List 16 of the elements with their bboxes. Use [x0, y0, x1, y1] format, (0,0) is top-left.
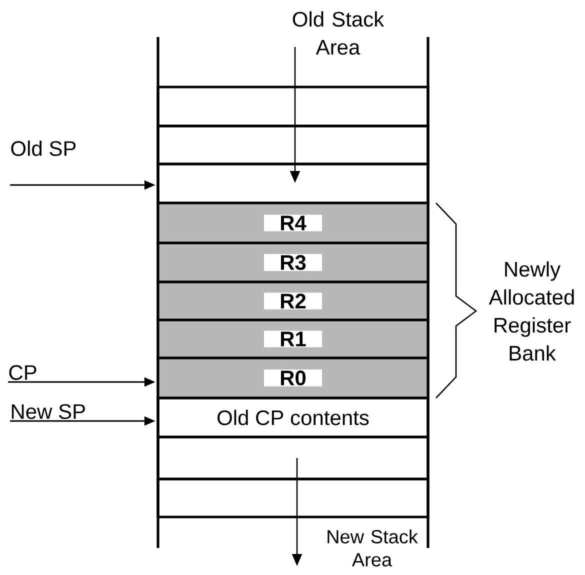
stack-cell: Old CP contents: [156, 396, 430, 438]
stack-cell: [156, 478, 430, 518]
stack-cell: [156, 436, 430, 480]
pointer-label: Old SP: [11, 140, 76, 156]
pointer-label: CP: [9, 365, 36, 380]
register-cell: R0: [156, 356, 430, 400]
area-label: Old Stack Area: [292, 11, 384, 55]
register-cell: R1: [156, 318, 430, 360]
register-cell: R4: [156, 202, 430, 244]
pointer-label: New SP: [12, 404, 85, 419]
area-label: New Stack Area: [328, 530, 418, 566]
register-cell: R3: [156, 242, 430, 284]
stack-cell: [156, 124, 430, 166]
stack-cell: [156, 86, 430, 128]
bank-label: Newly Allocated Register Bank: [488, 261, 574, 361]
register-cell: R2: [156, 280, 430, 322]
